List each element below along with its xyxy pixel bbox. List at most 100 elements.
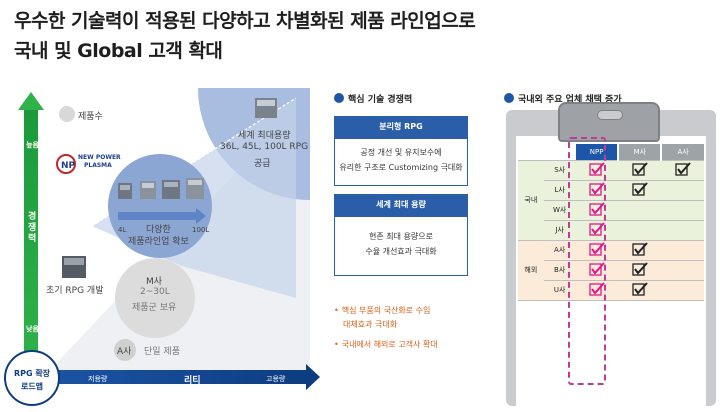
company-name: J사 — [543, 220, 576, 241]
a-cell — [661, 180, 704, 201]
x-low-label: 저용량 — [88, 375, 108, 383]
note2-text: 국내에서 해외로 고객사 확대 — [341, 340, 438, 349]
table-row: B사 — [518, 260, 704, 281]
note-expansion: •국내에서 해외로 고객사 확대 — [334, 338, 438, 352]
m-cell — [618, 200, 662, 221]
top-label-1: 세계 최대용량 — [238, 131, 291, 141]
region-domestic: 국내 — [518, 160, 544, 241]
a-cell — [661, 160, 704, 181]
npp-check-icon — [589, 182, 605, 196]
a-company-circle — [114, 339, 136, 361]
npp-check-icon — [589, 222, 605, 236]
a-cell — [661, 260, 704, 281]
top-label-3: 공급 — [254, 159, 271, 169]
note-localization: •핵심 부품의 국산화로 수입 대체효과 극대화 — [334, 304, 430, 332]
npp-cell — [575, 180, 619, 201]
col-npp: NPP — [575, 144, 619, 161]
roadmap-graphic: NP — [18, 88, 320, 390]
npp-cell — [575, 200, 619, 221]
table-row: U사 — [518, 280, 704, 301]
company-name: A사 — [543, 240, 576, 261]
adoption-header-row: NPP M사 A사 — [518, 144, 704, 161]
m-company-desc: 제품군 보유 — [132, 303, 177, 313]
npp-check-icon — [589, 282, 605, 296]
card2-line-1: 현존 최대 용량으로 — [369, 232, 433, 241]
headline: 우수한 기술력이 적용된 다양하고 차별화된 제품 라인업으로 국내 및 Glo… — [14, 6, 476, 66]
a-check-icon — [674, 162, 691, 176]
m-cell — [618, 280, 662, 301]
table-row: L사 — [518, 180, 704, 201]
y-axis-label: 경쟁력 — [28, 212, 37, 244]
bullet-dot-icon — [334, 93, 344, 103]
m-cell — [618, 220, 662, 241]
npp-cell — [575, 240, 619, 261]
m-check-icon — [632, 242, 648, 256]
m-check-icon — [632, 262, 648, 276]
note1-line-2: 대체효과 극대화 — [343, 320, 398, 329]
card1-line-1: 공정 개선 및 유지보수에 — [360, 148, 442, 157]
note-bullet-icon: • — [334, 306, 339, 315]
m-cell — [618, 260, 662, 281]
npp-cell — [575, 220, 619, 241]
npp-check-icon — [589, 242, 605, 256]
top-label-2: 36L, 45L, 100L RPG — [220, 142, 309, 152]
rpg-roadmap-panel: NP 제품수 NEW POWER PLASMA 높음 경쟁력 낮음 저용량 리티… — [0, 88, 320, 412]
card1-line-2: 유리한 구조로 Customizing 극대화 — [339, 163, 463, 172]
m-check-icon — [632, 182, 648, 196]
card2-line-2: 수율 개선효과 극대화 — [365, 247, 437, 256]
m-company-title: M사 — [146, 277, 163, 287]
table-row: J사 — [518, 220, 704, 241]
large-rpg-product — [255, 98, 277, 118]
range-max-label: 100L — [192, 226, 210, 234]
lineup-label-2: 제품라인업 확보 — [128, 237, 189, 247]
y-low-label: 낮음 — [26, 325, 39, 333]
card2-body: 현존 최대 용량으로 수율 개선효과 극대화 — [334, 216, 468, 276]
badge-line-1: RPG 확장 — [13, 369, 51, 378]
col-m: M사 — [617, 144, 662, 161]
logo-text-1: NEW POWER — [78, 154, 121, 161]
x-axis-label: 리티 — [184, 376, 201, 386]
npp-check-icon — [589, 202, 605, 216]
npp-cell — [575, 280, 619, 301]
company-name: S사 — [543, 160, 576, 181]
clipboard-clip-icon — [558, 102, 660, 142]
x-axis-arrowhead — [306, 364, 320, 390]
a-cell — [661, 220, 704, 241]
company-name: B사 — [543, 260, 576, 281]
x-high-label: 고용량 — [266, 375, 286, 383]
a-cell — [661, 280, 704, 301]
npp-check-icon — [589, 262, 605, 276]
company-name: L사 — [543, 180, 576, 201]
m-company-circle — [115, 258, 195, 338]
m-check-icon — [632, 162, 648, 176]
adoption-title: 국내외 주요 업체 채택 증가 — [518, 95, 622, 105]
badge-line-2: 로드맵 — [20, 382, 44, 391]
note1-line-1: 핵심 부품의 국산화로 수입 — [341, 306, 431, 315]
a-cell — [661, 240, 704, 261]
logo-text-2: PLASMA — [84, 162, 112, 169]
headline-line-1: 우수한 기술력이 적용된 다양하고 차별화된 제품 라인업으로 — [14, 10, 476, 32]
lineup-label-1: 다양한 — [146, 225, 171, 235]
core-tech-panel: 핵심 기술 경쟁력 분리형 RPG 공정 개선 및 유지보수에 유리한 구조로 … — [320, 88, 490, 412]
company-name: U사 — [543, 280, 576, 301]
rpg-roadmap-badge: RPG 확장 로드맵 — [4, 350, 60, 406]
m-cell — [618, 180, 662, 201]
card1-body: 공정 개선 및 유지보수에 유리한 구조로 Customizing 극대화 — [334, 138, 468, 186]
y-axis-bar — [24, 108, 38, 370]
stage-initial-label: 초기 RPG 개발 — [46, 286, 104, 296]
bullet-dot-icon — [504, 93, 514, 103]
company-name: W사 — [543, 200, 576, 221]
initial-rpg-product — [62, 256, 86, 278]
svg-text:NP: NP — [61, 161, 76, 171]
range-arrow — [118, 208, 206, 224]
a-cell — [661, 200, 704, 221]
card2-head: 세계 최대 용량 — [334, 194, 468, 216]
card1-head: 분리형 RPG — [334, 116, 468, 138]
adoption-heading: 국내외 주요 업체 채택 증가 — [504, 92, 622, 105]
npp-logo-mark: NP — [56, 154, 76, 174]
m-cell — [618, 160, 662, 181]
